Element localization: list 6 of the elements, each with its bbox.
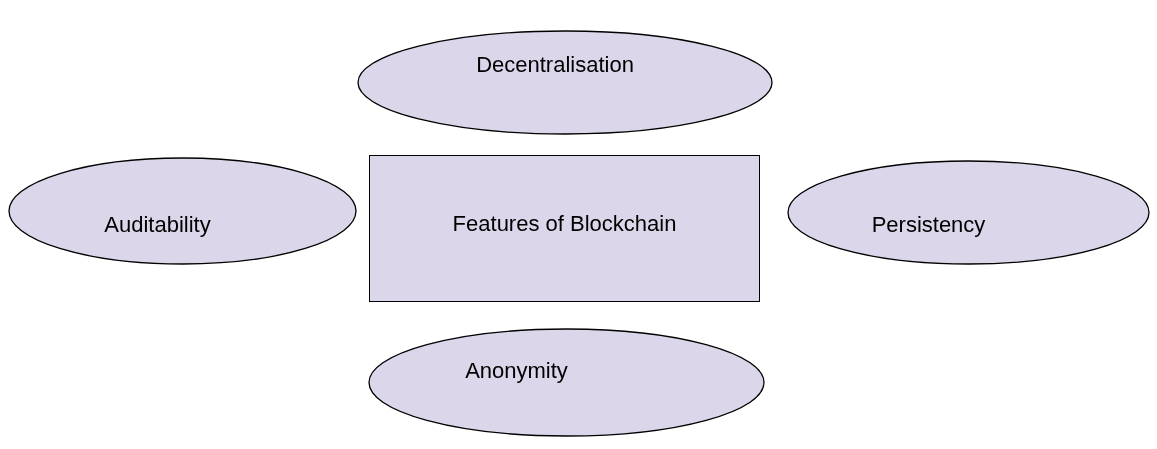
feature-label: Persistency [871, 212, 986, 237]
feature-label: Decentralisation [476, 52, 634, 77]
title-text: Features of Blockchain [452, 211, 677, 236]
feature-label: Auditability [104, 212, 211, 237]
feature-label: Anonymity [465, 358, 568, 383]
title-box [369, 155, 760, 302]
